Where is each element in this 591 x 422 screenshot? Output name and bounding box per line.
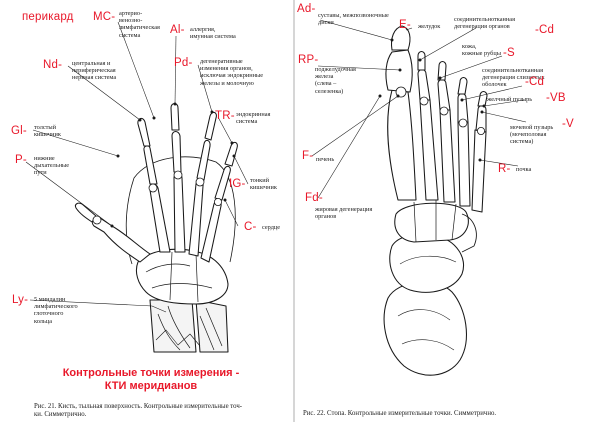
measurement-points <box>110 38 486 228</box>
label-vb: желчный пузырь <box>487 96 533 103</box>
code-ad: Ad- <box>297 3 316 15</box>
code-e: E- <box>399 19 411 31</box>
label-fd: жировая дегенерация органов <box>315 206 373 221</box>
label-ad: суставы, межпозвоночные диски <box>318 12 389 27</box>
label-r: почка <box>516 166 532 173</box>
hand-skeleton-drawing <box>74 102 238 353</box>
code-mc: MC- <box>93 11 116 23</box>
label-rp: поджелудочная железа (слева – селезенка) <box>315 66 356 95</box>
label-cd-mucosa: соединительнотканная дегенерация слизист… <box>482 67 545 89</box>
label-al: аллергия, имунная система <box>190 26 236 41</box>
code-vb: -VB <box>546 92 566 104</box>
label-s: кожа, кожные рубцы <box>462 43 501 58</box>
code-r: R- <box>498 163 511 175</box>
label-e: желудок <box>418 23 441 30</box>
label-pd: дегенеративные изменения органов, исключ… <box>200 58 264 87</box>
code-pd: Pd- <box>174 57 193 69</box>
label-mc: артерио- венозно- лимфатическая система <box>119 10 160 39</box>
foot-caption: Рис. 22. Стопа. Контрольные измерительны… <box>303 410 497 417</box>
label-gl: толстый кишечник <box>34 124 61 139</box>
code-ig: IG- <box>229 178 246 190</box>
code-p: P- <box>15 154 27 166</box>
code-c: C- <box>244 221 257 233</box>
code-v: -V <box>562 118 574 130</box>
code-f: F- <box>302 150 314 162</box>
label-p: нижние дыхательные пути <box>34 155 70 177</box>
label-cd-organs: соединительнотканная дегенерация органов <box>454 16 515 31</box>
code-cd-organs: -Cd <box>535 24 555 36</box>
code-rp: RP- <box>298 54 319 66</box>
leader-lines <box>25 19 527 313</box>
code-nd: Nd- <box>43 59 63 71</box>
label-tr: эндокринная система <box>236 111 271 126</box>
code-pericard: перикард <box>22 11 74 23</box>
code-ly: Ly- <box>12 294 29 306</box>
foot-skeleton-drawing <box>383 25 488 376</box>
code-al: Al- <box>170 24 185 36</box>
code-tr: TR- <box>215 110 235 122</box>
label-ig: тонкий кишечник <box>250 177 277 192</box>
label-f: печень <box>316 156 335 163</box>
label-nd: центральная и периферическая нервная сис… <box>72 60 117 82</box>
label-c: сердце <box>262 224 281 231</box>
label-ly: 5 миндалин лимфатического глоточного кол… <box>34 296 78 325</box>
code-s: -S <box>503 47 515 59</box>
code-fd: Fd- <box>305 192 323 204</box>
code-cd-mucosa: -Cd <box>525 76 545 88</box>
figure-title: Контрольные точки измерения - КТИ мериди… <box>62 367 240 392</box>
label-v: мочевой пузырь (мочеполовая система) <box>510 124 554 146</box>
code-gl: Gl- <box>11 125 27 137</box>
hand-caption: Рис. 21. Кисть, тыльная поверхность. Кон… <box>34 403 243 418</box>
